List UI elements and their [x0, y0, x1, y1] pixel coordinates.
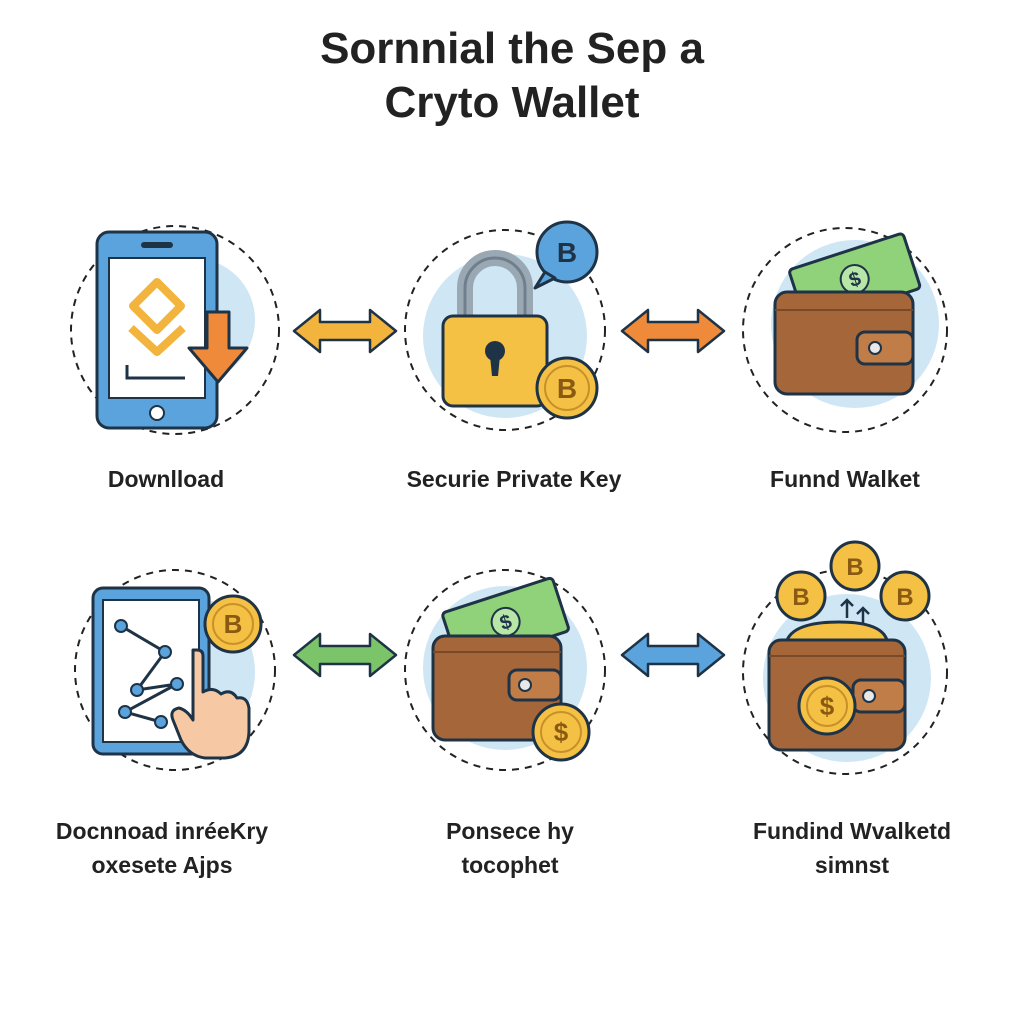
step-2-label: Securie Private Key	[406, 466, 622, 492]
step-6-icon-area: B B B $	[735, 540, 955, 780]
phone-download-icon	[70, 225, 280, 435]
bitcoin-coin-icon: B	[775, 570, 827, 622]
wallet-coins-icon: B B B $	[742, 540, 948, 775]
arrow-3	[290, 630, 400, 680]
step-5-label: Ponsece hy tocophet	[446, 818, 574, 878]
arrow-2	[618, 306, 728, 356]
page-title: Sornnial the Sep a Cryto Wallet	[0, 22, 1024, 130]
up-arrows-icon	[840, 598, 870, 626]
bitcoin-coin-icon: B	[829, 540, 881, 592]
wallet-cash-icon: $	[742, 227, 948, 433]
step-1-icon-area	[65, 220, 285, 440]
bitcoin-glyph: B	[224, 609, 243, 639]
speech-bubble-bitcoin-icon: B	[533, 220, 599, 290]
step-4-label: Docnnoad inréeKry oxesete Ajps	[55, 818, 269, 878]
dollar-coin-icon: $	[531, 702, 591, 762]
hand-icon	[170, 648, 251, 760]
bitcoin-coin-icon: B	[535, 356, 599, 420]
bitcoin-glyph: B	[557, 373, 577, 404]
double-arrow-icon	[292, 308, 398, 354]
arrow-4	[618, 630, 728, 680]
bitcoin-glyph: B	[896, 584, 913, 611]
dollar-glyph: $	[820, 691, 835, 721]
title-line-2: Cryto Wallet	[384, 78, 640, 127]
tablet-pattern-icon: B	[74, 569, 276, 771]
dollar-glyph: $	[554, 717, 569, 747]
step-2-icon-area: B B	[395, 220, 615, 440]
padlock-bitcoin-icon: B B	[404, 220, 606, 431]
double-arrow-icon	[292, 632, 398, 678]
title-line-1: Sornnial the Sep a	[320, 24, 704, 73]
dollar-coin-icon: $	[797, 676, 857, 736]
bitcoin-coin-icon: B	[879, 570, 931, 622]
step-6-label: Fundind Wvalketd simnst	[752, 818, 952, 878]
wallet-dollar-icon: $ $	[404, 569, 606, 771]
bitcoin-glyph: B	[846, 554, 863, 581]
bitcoin-glyph: B	[557, 237, 577, 268]
double-arrow-icon	[620, 632, 726, 678]
bitcoin-coin-icon: B	[203, 594, 263, 654]
step-3-icon-area: $	[735, 220, 955, 440]
double-arrow-icon	[620, 308, 726, 354]
step-1-label: Downlload	[107, 466, 225, 492]
bitcoin-glyph: B	[792, 584, 809, 611]
step-4-icon-area: B	[65, 560, 285, 780]
step-5-icon-area: $ $	[395, 560, 615, 780]
arrow-1	[290, 306, 400, 356]
step-3-label: Funnd Walket	[770, 466, 920, 492]
